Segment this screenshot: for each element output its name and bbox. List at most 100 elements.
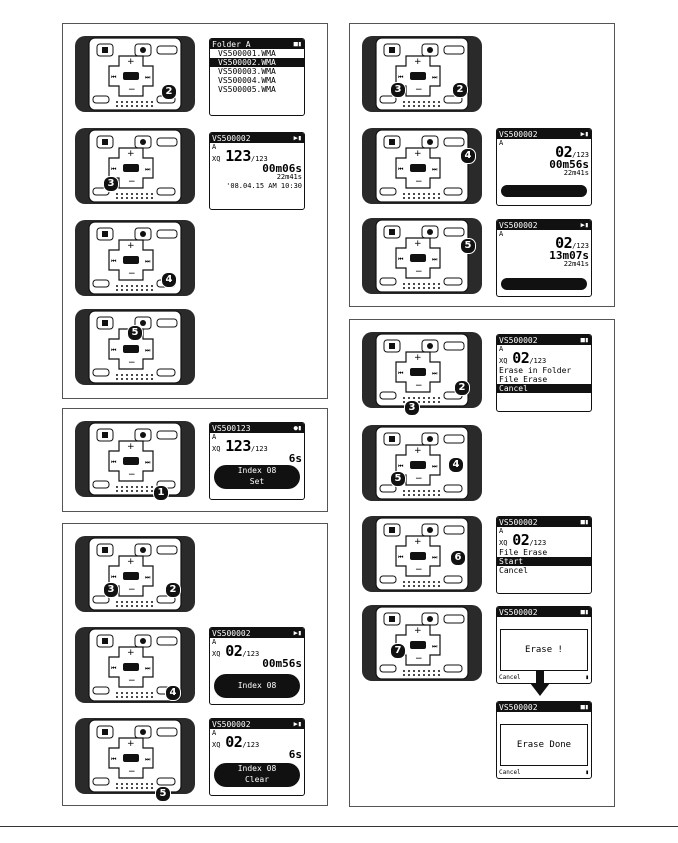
stop-button: [383, 432, 401, 446]
erase-button: [443, 525, 465, 535]
stop-icon: ■▮: [580, 517, 589, 526]
step-number-badge: 1: [153, 485, 169, 501]
time-partial: 6s: [288, 452, 302, 465]
recorder-svg: +−⏮⏭: [362, 218, 482, 294]
index-burst: Index 08: [214, 674, 300, 698]
dpad: [108, 147, 154, 189]
svg-text:−: −: [415, 177, 423, 187]
track-number: 02: [512, 349, 530, 367]
svg-text:−: −: [128, 767, 136, 777]
file-name: VS500002: [499, 517, 538, 527]
elapsed-time: 00m06s: [262, 162, 302, 175]
ok-button: [123, 754, 139, 762]
svg-text:⏮: ⏮: [398, 166, 404, 173]
track-number: 02: [512, 531, 530, 549]
stop-button: [383, 43, 401, 57]
ok-button: [123, 457, 139, 465]
index-action: Set: [249, 477, 265, 486]
mode-label: XQ: [212, 741, 221, 749]
ok-button: [123, 572, 139, 580]
recorder-svg: +−⏮⏭: [362, 36, 482, 112]
stop-button: [96, 227, 114, 241]
dpad: [108, 646, 154, 688]
menu-option: Cancel: [497, 384, 591, 393]
list-button: [443, 575, 463, 584]
svg-text:−: −: [128, 85, 136, 95]
step-number-badge: 5: [127, 325, 143, 341]
stop-button: [383, 135, 401, 149]
folder-button: [379, 484, 397, 493]
step-number-badge: 2: [454, 380, 470, 396]
file-list-item: VS500005.WMA: [218, 85, 276, 94]
step-number-badge: 4: [161, 272, 177, 288]
erase-button: [443, 45, 465, 55]
step-number-badge: 2: [452, 82, 468, 98]
menu-option: Erase in Folder: [499, 366, 572, 375]
erase-button: [443, 137, 465, 147]
recorder-svg: +−⏮⏭: [362, 128, 482, 204]
speed-burst: [501, 278, 587, 290]
stop-button: [96, 634, 114, 648]
mode-label: XQ: [499, 357, 508, 365]
recorder-illustration: +−⏮⏭3: [73, 126, 197, 206]
dpad: [395, 624, 441, 666]
svg-text:−: −: [415, 267, 423, 277]
erase-button: [156, 229, 178, 239]
svg-text:+: +: [127, 648, 135, 658]
dpad: [395, 55, 441, 97]
svg-text:+: +: [127, 442, 135, 452]
mode-label: XQ: [499, 539, 508, 547]
ok-button: [410, 72, 426, 80]
list-button: [156, 777, 176, 786]
procedure-panel-1: +−⏮⏭2 +−⏮⏭3 +−⏮⏭4 +−⏮⏭5 Folder A■▮ VS500…: [62, 23, 328, 399]
dpad: [108, 555, 154, 597]
mode-label: XQ: [212, 155, 221, 163]
ok-button: [410, 552, 426, 560]
file-name: VS500002: [499, 702, 538, 712]
elapsed-time: 00m56s: [549, 158, 589, 171]
folder-icon: ▮: [585, 769, 589, 776]
file-list-item: VS500004.WMA: [218, 76, 276, 85]
track-total: /123: [529, 357, 547, 365]
stop-button: [96, 316, 114, 330]
ok-button: [410, 368, 426, 376]
dpad: [108, 239, 154, 281]
file-length: 22m41s: [563, 260, 589, 268]
track-number: 123: [225, 147, 251, 165]
erase-done-dialog: Erase Done: [500, 724, 588, 766]
erase-button: [156, 137, 178, 147]
erase-button: [156, 727, 178, 737]
ok-button: [123, 164, 139, 172]
folder-button: [92, 777, 110, 786]
stop-button: [383, 612, 401, 626]
svg-text:⏭: ⏭: [432, 370, 438, 377]
list-button: [443, 187, 463, 196]
erase-button: [156, 318, 178, 328]
svg-text:−: −: [128, 676, 136, 686]
stop-icon: ■▮: [580, 335, 589, 344]
dpad: [395, 351, 441, 393]
recorder-svg: +−⏮⏭: [75, 36, 195, 112]
procedure-panel-2: +−⏮⏭1 VS500123●▮ A XQ 123/123 6s Index 0…: [62, 408, 328, 512]
svg-text:+: +: [414, 149, 422, 159]
procedure-panel-5: +−⏮⏭23 +−⏮⏭54 +−⏮⏭6 +−⏮⏭7 VS500002■▮ A X…: [349, 319, 615, 807]
folder-button: [92, 595, 110, 604]
svg-text:⏭: ⏭: [145, 459, 151, 466]
index-label: Index 08: [237, 764, 277, 773]
step-number-badge: 7: [390, 643, 406, 659]
stop-button: [96, 43, 114, 57]
lcd-playback-info: VS500002▶▮ A XQ 123/123 00m06s 22m41s '0…: [209, 132, 305, 210]
svg-text:⏮: ⏮: [111, 574, 117, 581]
dpad: [108, 440, 154, 482]
folder-button: [92, 368, 110, 377]
svg-text:−: −: [415, 565, 423, 575]
menu-option: Cancel: [499, 566, 528, 575]
record-icon: ●▮: [293, 423, 302, 432]
recorder-illustration: +−⏮⏭5: [73, 716, 197, 802]
lcd-erase-done: VS500002■▮ Erase Done Cancel▮: [496, 701, 592, 779]
list-button: [443, 277, 463, 286]
recorder-svg: +−⏮⏭: [362, 516, 482, 592]
